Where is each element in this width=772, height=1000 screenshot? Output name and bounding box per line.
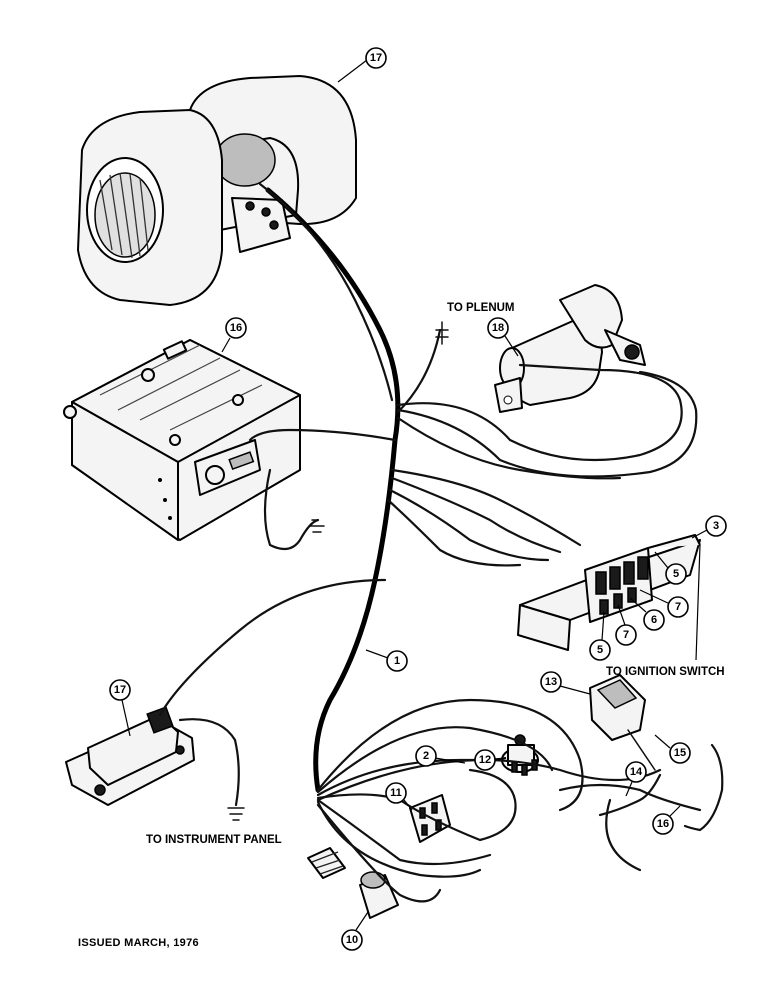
callout-1-label: 1 — [394, 655, 400, 667]
callout-2 — [415, 745, 437, 767]
main-harness — [265, 187, 401, 793]
callout-12-label: 14 — [630, 766, 643, 778]
callout-16-label: 16 — [230, 322, 242, 334]
callout-18 — [487, 317, 509, 339]
label-to-instrument-panel: TO INSTRUMENT PANEL — [146, 834, 282, 846]
callout-11-label: 13 — [545, 676, 557, 688]
callout-2-label: 2 — [423, 750, 429, 762]
solenoid — [494, 284, 646, 413]
toggle-switch — [589, 674, 656, 771]
callout-6-label: 6 — [651, 614, 657, 626]
callout-13-label: 15 — [674, 747, 686, 759]
callout-3 — [705, 515, 727, 537]
callout-8 — [341, 929, 363, 951]
callout-14-label: 16 — [657, 818, 669, 830]
callout-14 — [652, 813, 674, 835]
callout-5 — [589, 639, 611, 661]
callout-16 — [225, 317, 247, 339]
issue-date: ISSUED MARCH, 1976 — [78, 937, 199, 949]
callout-1 — [386, 650, 408, 672]
callout-15 — [109, 679, 131, 701]
callout-17-label: 17 — [370, 52, 382, 64]
callout-9 — [385, 782, 407, 804]
callout-7-upper — [667, 596, 689, 618]
callout-13 — [669, 742, 691, 764]
callout-7-lower-label: 7 — [623, 629, 629, 641]
heater-module — [63, 339, 301, 541]
callout-10-label: 12 — [479, 754, 491, 766]
fuse-block — [517, 534, 701, 651]
callout-5-label: 5 — [597, 644, 603, 656]
callout-17 — [365, 47, 387, 69]
callout-3-label: 3 — [713, 520, 719, 532]
blower-assembly — [77, 75, 357, 306]
callout-15-label: 17 — [114, 684, 126, 696]
callout-4-label: 5 — [673, 568, 679, 580]
callout-12 — [625, 761, 647, 783]
callout-4 — [665, 563, 687, 585]
label-to-ignition-switch: TO IGNITION SWITCH — [606, 666, 725, 678]
callout-10 — [474, 749, 496, 771]
callout-8-label: 10 — [346, 934, 358, 946]
callout-7-lower — [615, 624, 637, 646]
panel-switch — [65, 706, 195, 806]
callout-18-label: 18 — [492, 322, 504, 334]
label-to-plenum: TO PLENUM — [447, 302, 515, 314]
callout-11 — [540, 671, 562, 693]
callout-6 — [643, 609, 665, 631]
callout-9-label: 11 — [390, 787, 402, 799]
callout-7-upper-label: 7 — [675, 601, 681, 613]
connector — [307, 847, 399, 919]
